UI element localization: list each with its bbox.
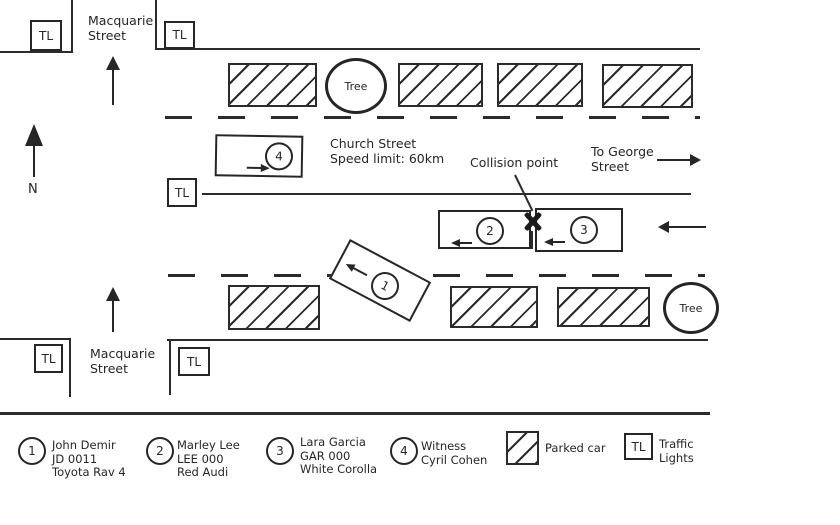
vehicle-number-label: 3 [580,223,588,237]
vehicle-3-number: 3 [570,216,598,244]
vehicle-number-label: 2 [486,224,494,238]
traffic-light-label: TL [174,185,189,200]
vehicle-3: 3 [535,208,623,252]
kerb-macquarie-bottom-west [69,338,71,397]
legend-item-3-text: Lara Garcia GAR 000 White Corolla [300,435,378,477]
tree-label: Tree [344,79,368,93]
macquarie-street-label-bottom: Macquarie Street [90,346,156,377]
legend-number-label: 4 [400,444,408,458]
legend-parked-car-label: Parked car [545,441,606,455]
vehicle-number-label: 1 [378,278,392,294]
tree: Tree [663,282,719,334]
macquarie-north-arrow-icon [106,287,120,332]
legend-parked-car-swatch [506,431,539,465]
parked-car [398,63,483,107]
kerb-macquarie-top-east [155,0,157,50]
parked-car [602,64,693,108]
vehicle-4-direction-arrow-icon [246,166,262,170]
kerb-church-north [155,48,700,50]
church-centre-line [202,193,691,195]
legend-circle-2: 2 [146,437,174,465]
traffic-light-label: TL [38,28,53,43]
legend-separator [0,412,710,415]
westbound-lane-arrow-icon [658,221,706,233]
vehicle-1-direction-arrow-icon [352,266,368,277]
legend-item-1-text: John Demir JD 0011 Toyota Rav 4 [52,438,126,480]
vehicle-2-direction-arrow-icon [451,239,472,247]
north-compass-arrow-icon [25,124,43,177]
traffic-light-label: TL [631,439,646,454]
legend-traffic-lights-label: Traffic Lights [659,437,694,465]
collision-point-label: Collision point [470,155,559,170]
kerb-top-left [0,51,73,53]
kerb-church-south [167,339,708,341]
legend-circle-1: 1 [18,437,46,465]
north-label: N [28,182,38,197]
church-street-label: Church Street Speed limit: 60km [330,136,445,167]
traffic-light-label: TL [172,28,187,42]
legend-number-label: 1 [28,444,36,458]
legend-circle-3: 3 [266,437,294,465]
vehicle-number-label: 4 [275,149,283,164]
kerb-macquarie-bottom-east [169,339,171,395]
vehicle-2-number: 2 [476,217,504,245]
traffic-light-box: TL [178,347,210,376]
kerb-south-left [0,338,71,340]
lane-divider-north [165,116,700,119]
legend-item-4-text: Witness Cyril Cohen [421,439,488,467]
to-george-arrow-icon [657,154,701,166]
kerb-macquarie-top-west [71,0,73,53]
legend-number-label: 2 [156,444,164,458]
collision-x-tail [531,231,533,249]
vehicle-4-witness: 4 [214,134,304,178]
tree: Tree [325,58,387,114]
legend-traffic-light-swatch: TL [624,433,653,460]
to-george-street-label: To George Street [591,144,654,175]
traffic-light-box: TL [30,20,62,51]
legend-circle-4: 4 [390,437,418,465]
vehicle-1: 1 [328,239,432,322]
tree-label: Tree [679,301,703,315]
traffic-light-box: TL [164,21,195,49]
traffic-light-label: TL [186,354,201,369]
vehicle-1-number: 1 [366,267,404,305]
legend-number-label: 3 [276,444,284,458]
traffic-light-label: TL [41,351,56,366]
parked-car [450,286,538,328]
vehicle-2: 2 [438,210,531,249]
traffic-light-box: TL [167,178,197,207]
lane-divider-south [168,274,705,277]
legend-item-2-text: Marley Lee LEE 000 Red Audi [177,438,240,480]
parked-car [497,63,583,107]
parked-car [228,63,317,107]
parked-car [557,287,650,327]
macquarie-street-label-top: Macquarie Street [88,13,154,44]
macquarie-north-arrow-icon [106,56,120,105]
vehicle-3-direction-arrow-icon [544,238,565,246]
parked-car [228,285,320,330]
traffic-light-box: TL [34,344,63,373]
